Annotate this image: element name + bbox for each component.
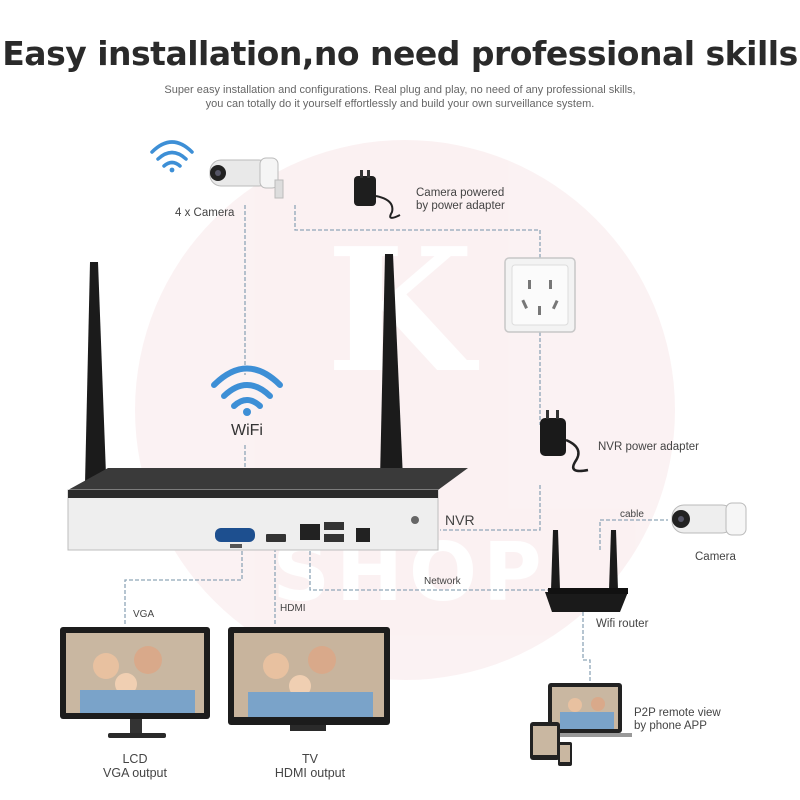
label-p2p-1: P2P remote view [634, 706, 721, 720]
label-cable: cable [620, 508, 644, 522]
label-hdmi: HDMI [280, 602, 306, 616]
svg-text:K: K [326, 211, 479, 411]
label-vga: VGA [133, 608, 154, 622]
label-tv-output: HDMI output [260, 766, 360, 780]
bullet-camera-icon-right [672, 503, 746, 535]
wall-socket-icon [505, 258, 575, 332]
label-lcd: LCD [85, 752, 185, 766]
label-nvr: NVR [445, 513, 475, 527]
label-p2p-2: by phone APP [634, 719, 707, 733]
p2p-devices-icon [530, 683, 632, 766]
label-nvr-power-adapter: NVR power adapter [598, 440, 699, 454]
label-wifi-router: Wifi router [596, 617, 648, 631]
label-network: Network [424, 575, 461, 589]
label-tv: TV [260, 752, 360, 766]
label-camera: Camera [695, 550, 736, 564]
lcd-monitor-icon [60, 627, 210, 738]
label-cameras: 4 x Camera [175, 206, 234, 220]
tv-icon [228, 627, 390, 731]
wifi-signal-icon-small [152, 142, 192, 172]
label-camera-powered-1: Camera powered [416, 186, 504, 200]
label-wifi: WiFi [215, 424, 279, 438]
nvr-recorder-icon [68, 468, 468, 550]
label-lcd-output: VGA output [85, 766, 185, 780]
label-camera-powered-2: by power adapter [416, 199, 505, 213]
